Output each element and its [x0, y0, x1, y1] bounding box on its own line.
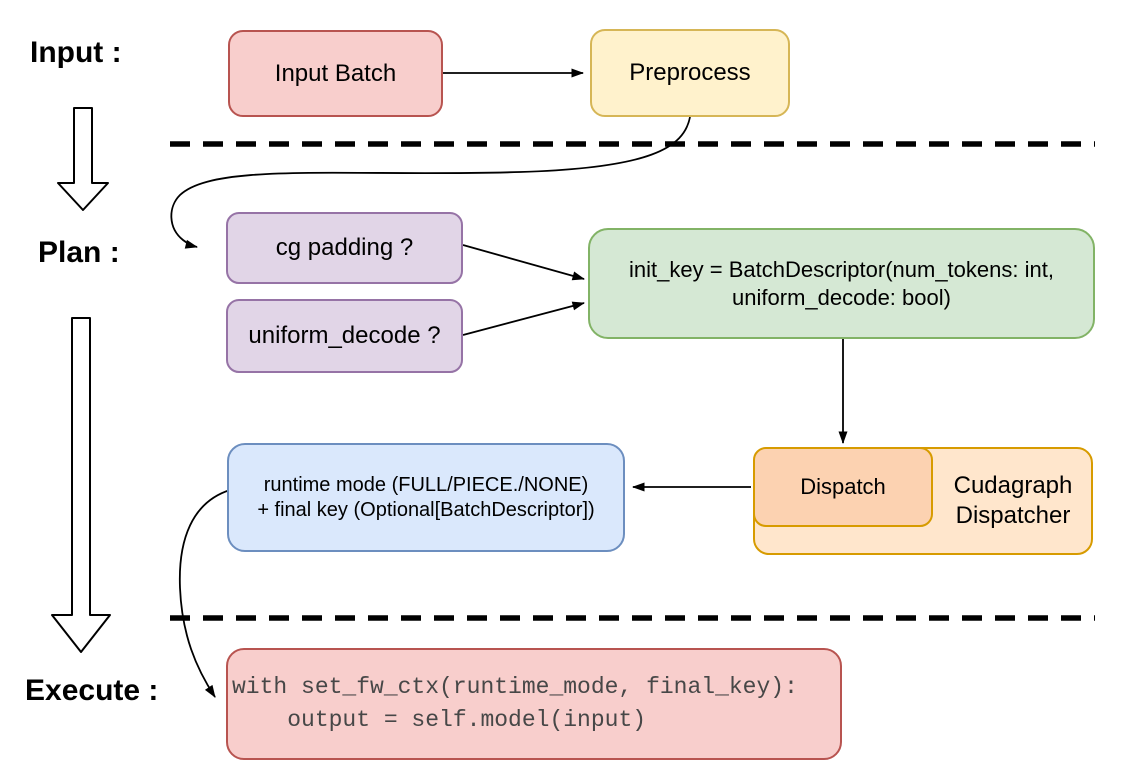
node-input-batch-label: Input Batch — [274, 59, 397, 87]
node-preprocess-label: Preprocess — [629, 59, 751, 86]
node-uniform-decode-label: uniform_decode ? — [248, 322, 441, 349]
node-preprocess: Preprocess — [590, 29, 790, 117]
cudagraph-line2: Dispatcher — [955, 502, 1071, 529]
node-runtime-mode-line2: + final key (Optional[BatchDescriptor]) — [257, 498, 595, 521]
node-cudagraph-dispatcher-label: Cudagraph Dispatcher — [933, 447, 1093, 555]
node-input-batch: Input Batch — [228, 30, 443, 117]
node-cg-padding: cg padding ? — [226, 212, 463, 284]
node-uniform-decode: uniform_decode ? — [226, 299, 463, 373]
node-dispatch: Dispatch — [753, 447, 933, 527]
node-runtime-mode-line1: runtime mode (FULL/PIECE./NONE) — [263, 473, 589, 496]
input-to-plan-arrow — [57, 107, 109, 211]
plan-stage-label: Plan : — [38, 236, 120, 269]
execute-code-line2: output = self.model(input) — [232, 707, 647, 733]
execute-stage-label: Execute : — [25, 674, 159, 707]
plan-to-execute-arrow — [51, 317, 111, 653]
node-init-key-line1: init_key = BatchDescriptor(num_tokens: i… — [629, 257, 1054, 282]
node-runtime-mode-key: runtime mode (FULL/PIECE./NONE) + final … — [227, 443, 625, 552]
node-dispatch-label: Dispatch — [800, 474, 886, 500]
node-cg-padding-label: cg padding ? — [275, 234, 414, 261]
cudagraph-line1: Cudagraph — [953, 472, 1073, 499]
execute-code-line1: with set_fw_ctx(runtime_mode, final_key)… — [232, 673, 798, 700]
edge-uniformdecode-to-initkey — [462, 301, 585, 336]
node-execute-code: with set_fw_ctx(runtime_mode, final_key)… — [226, 648, 842, 760]
edge-cgpadding-to-initkey — [462, 244, 585, 281]
node-init-key-line2: uniform_decode: bool) — [732, 284, 951, 310]
node-init-key: init_key = BatchDescriptor(num_tokens: i… — [588, 228, 1095, 339]
edge-runtimemode-to-execute — [178, 489, 231, 698]
input-stage-label: Input : — [30, 36, 122, 69]
